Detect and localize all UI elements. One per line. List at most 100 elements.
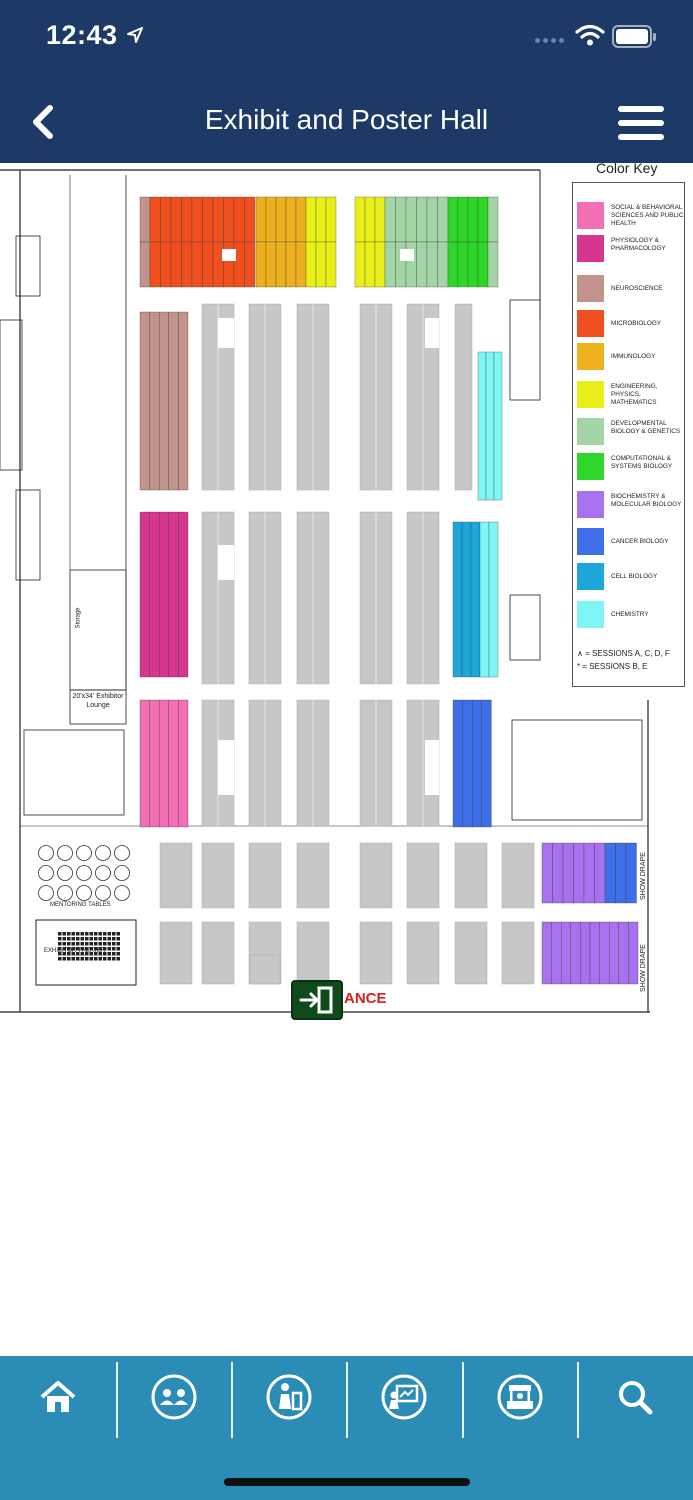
theater-seat bbox=[116, 937, 120, 941]
theater-seat bbox=[62, 937, 66, 941]
tab-home[interactable] bbox=[0, 1356, 116, 1438]
theater-seat bbox=[58, 952, 62, 956]
biochem-booth bbox=[561, 921, 571, 985]
cell-biology-booth bbox=[452, 521, 463, 678]
theater-seat bbox=[107, 947, 111, 951]
developmental-booth bbox=[395, 241, 407, 288]
mentoring-table bbox=[76, 845, 92, 861]
neuroscience-booth bbox=[139, 241, 151, 288]
immunology-booth bbox=[295, 196, 307, 243]
exhibit-booth bbox=[159, 842, 193, 909]
location-arrow-icon bbox=[127, 27, 143, 43]
microbiology-booth bbox=[233, 196, 245, 243]
microbiology-booth bbox=[149, 241, 161, 288]
physiology-booth bbox=[159, 511, 169, 678]
booth-gap bbox=[425, 318, 439, 348]
theater-seat bbox=[94, 942, 98, 946]
home-icon bbox=[40, 1381, 76, 1412]
biochem-booth bbox=[599, 921, 610, 985]
home-indicator bbox=[224, 1478, 470, 1486]
theater-seat bbox=[98, 942, 102, 946]
microbiology-booth bbox=[170, 196, 182, 243]
tab-attendees[interactable] bbox=[116, 1356, 232, 1438]
storage-label: Storage bbox=[75, 607, 82, 629]
theater-seat bbox=[98, 957, 102, 961]
computational-booth bbox=[477, 196, 489, 243]
theater-seat bbox=[112, 942, 116, 946]
tab-exhibitors[interactable] bbox=[462, 1356, 578, 1438]
color-swatch bbox=[577, 453, 604, 480]
engineering-booth bbox=[315, 241, 327, 288]
exhibit-booth bbox=[201, 842, 235, 909]
page-title: Exhibit and Poster Hall bbox=[204, 104, 489, 135]
chemistry-booth bbox=[493, 351, 503, 501]
back-button[interactable] bbox=[26, 100, 62, 144]
mentoring-table bbox=[38, 885, 54, 901]
developmental-booth bbox=[487, 196, 499, 243]
exhibit-booth bbox=[454, 921, 488, 985]
color-key-item: Engineering, Physics, Mathematics bbox=[577, 381, 685, 411]
mentoring-table bbox=[76, 885, 92, 901]
theater-seat bbox=[58, 942, 62, 946]
developmental-booth bbox=[395, 196, 407, 243]
presenter-icon bbox=[266, 1374, 312, 1420]
theater-seat bbox=[67, 952, 71, 956]
biochem-booth bbox=[573, 842, 585, 904]
restroom-block bbox=[511, 719, 643, 821]
color-key-item: Cell Biology bbox=[577, 563, 685, 593]
immunology-booth bbox=[255, 196, 267, 243]
color-key-label: Developmental Biology & Genetics bbox=[611, 420, 681, 435]
theater-seat bbox=[76, 942, 80, 946]
color-key-label: Chemistry bbox=[611, 611, 649, 618]
immunology-booth bbox=[265, 196, 277, 243]
sessions-note: ∧ = SESSIONS A, C, D, F bbox=[577, 649, 670, 658]
mentoring-table bbox=[57, 845, 73, 861]
engineering-booth bbox=[364, 241, 376, 288]
theater-seat bbox=[80, 947, 84, 951]
booth-divider bbox=[312, 304, 314, 490]
cancer-booth bbox=[625, 842, 637, 904]
immunology-booth bbox=[285, 241, 297, 288]
exit-door-icon[interactable] bbox=[291, 980, 343, 1020]
neuroscience-booth bbox=[159, 311, 169, 491]
floor-plan-drawing bbox=[0, 169, 650, 1013]
theater-seat bbox=[62, 932, 66, 936]
tab-search[interactable] bbox=[577, 1356, 693, 1438]
engineering-booth bbox=[374, 241, 386, 288]
immunology-booth bbox=[295, 241, 307, 288]
physiology-booth bbox=[139, 511, 150, 678]
developmental-booth bbox=[416, 241, 428, 288]
biochem-booth bbox=[583, 842, 595, 904]
microbiology-booth bbox=[149, 196, 161, 243]
color-swatch bbox=[577, 418, 604, 445]
color-swatch bbox=[577, 601, 604, 628]
biochem-booth bbox=[589, 921, 600, 985]
theater-seat bbox=[62, 952, 66, 956]
color-key-label: Cell Biology bbox=[611, 573, 658, 580]
theater-seat bbox=[85, 932, 89, 936]
color-swatch bbox=[577, 275, 604, 302]
theater-seat bbox=[103, 932, 107, 936]
theater-seat bbox=[67, 937, 71, 941]
engineering-booth bbox=[354, 241, 366, 288]
theater-seat bbox=[98, 932, 102, 936]
cancer-booth bbox=[462, 699, 473, 828]
exhibit-booth bbox=[501, 842, 535, 909]
color-key-label: Cancer Biology bbox=[611, 538, 669, 545]
menu-button[interactable] bbox=[618, 106, 664, 140]
developmental-booth bbox=[416, 196, 428, 243]
color-key-item: Chemistry bbox=[577, 601, 685, 631]
tab-presentations[interactable] bbox=[346, 1356, 462, 1438]
theater-seat bbox=[89, 957, 93, 961]
theater-seat bbox=[67, 957, 71, 961]
tab-speakers[interactable] bbox=[231, 1356, 347, 1438]
theater-seat bbox=[116, 957, 120, 961]
exhibit-booth bbox=[296, 842, 330, 909]
developmental-booth bbox=[405, 196, 417, 243]
booth-divider bbox=[264, 304, 266, 490]
color-key-label: Social & Behavioral Sciences and Public … bbox=[611, 204, 684, 227]
theater-seat bbox=[103, 947, 107, 951]
microbiology-booth bbox=[202, 241, 214, 288]
microbiology-booth bbox=[223, 241, 235, 288]
microbiology-booth bbox=[202, 196, 214, 243]
